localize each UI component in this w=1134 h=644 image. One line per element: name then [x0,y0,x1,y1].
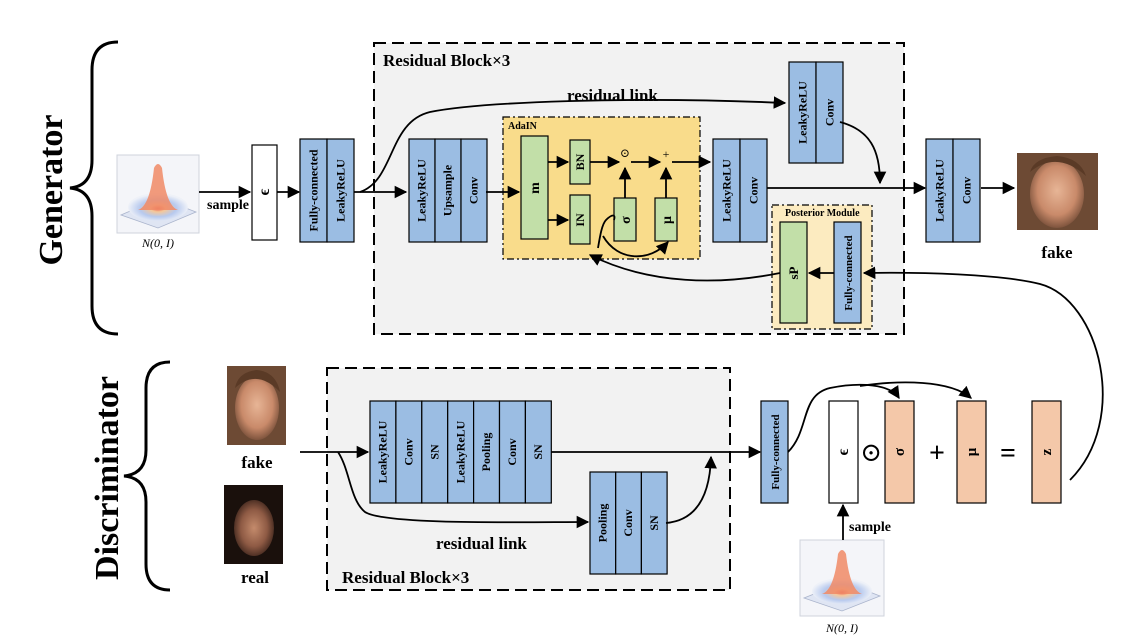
adain-odot-symbol: ⊙ [620,146,630,160]
adain-title: AdaIN [508,121,538,132]
generator-post-adain-layer-leakyrelu-label-0: LeakyReLU [719,159,733,222]
discriminator-z-label: z [1039,448,1055,455]
discriminator-sample-label: sample [849,520,891,535]
generator-output-layer-conv-box-1 [952,138,981,243]
discriminator-main-layer-pooling-label-4: Pooling [479,433,493,472]
generator-block-layer-upsample-box-1 [434,138,462,243]
discriminator-gaussian-plot [799,539,885,617]
generator-skip-layers: LeakyReLU Conv [788,61,844,164]
discriminator-fc-box [760,400,789,504]
generator-input-layers: Fully-connected LeakyReLU [299,138,355,243]
generator-output-label: fake [1041,243,1073,262]
discriminator-epsilon-label: ϵ [835,448,852,455]
adain-plus-symbol: + [663,147,670,161]
generator-distribution-label: N(0, I) [141,236,174,250]
discriminator-main-layer-leakyrelu-label-0: LeakyReLU [376,420,390,483]
generator-section-label: Generator [33,114,70,265]
discriminator-main-layer-leakyrelu-label-3: LeakyReLU [453,420,467,483]
discriminator-mu-label: μ [964,447,980,456]
discriminator-skip-layer-sn-label-2: SN [647,515,661,531]
discriminator-main-layer-leakyrelu-box-3 [447,400,475,504]
generator-connections [199,96,1104,481]
posterior-sp-label: sP [786,266,801,279]
generator-brace [69,40,119,336]
generator-epsilon-label: ϵ [256,188,273,195]
generator-skip-layer-leakyrelu-label-0: LeakyReLU [795,81,809,144]
generator-block-layer-leakyrelu-label-0: LeakyReLU [415,159,429,222]
discriminator-fake-face [227,366,286,445]
discriminator-real-face [224,485,283,564]
discriminator-epsilon-box [828,400,859,504]
generator-post-adain-layer-conv-label-1: Conv [746,177,760,204]
discriminator-residual-block-title: Residual Block×3 [342,568,469,587]
generator-output-layers: LeakyReLU Conv [925,138,981,243]
discriminator-plus-symbol: + [929,438,945,469]
discriminator-main-layer-conv-label-5: Conv [505,438,519,465]
discriminator-z-box [1031,400,1062,504]
discriminator-sigma-box [884,400,915,504]
discriminator-fc-label: Fully-connected [770,414,782,489]
adain-m-label: m [528,182,543,194]
adain-in-label: IN [573,213,587,227]
discriminator-connections [300,381,972,540]
posterior-module-title: Posterior Module [785,208,860,219]
discriminator-main-layer-conv-label-1: Conv [401,438,415,465]
generator-gaussian-plot [116,154,200,234]
generator-input-layer-leakyrelu-box-1 [326,138,355,243]
generator-residual-link-label: residual link [567,86,658,105]
generator-block-layers: LeakyReLU Upsample Conv [408,138,488,243]
generator-residual-block-title: Residual Block×3 [383,51,510,70]
generator-post-adain-layer-conv-box-1 [739,138,768,243]
generator-input-layer-leakyrelu-label-1: LeakyReLU [333,159,347,222]
adain-m-box [520,135,549,240]
discriminator-odot-symbol: ⊙ [860,438,882,467]
generator-block-layer-leakyrelu-box-0 [408,138,436,243]
posterior-sp-box [779,221,808,324]
discriminator-main-layer-pooling-box-4 [473,400,501,504]
generator-skip-layer-conv-label-1: Conv [822,99,836,126]
generator-output-layer-conv-label-1: Conv [959,177,973,204]
discriminator-main-layers: LeakyReLU Conv SN LeakyReLU Pooling Conv SN [369,400,552,504]
discriminator-real-label: real [241,568,269,587]
posterior-fc-label: Fully-connected [843,235,855,310]
discriminator-main-layer-conv-box-1 [395,400,423,504]
generator-post-adain-layer-leakyrelu-box-0 [712,138,741,243]
generator-input-layer-fully-connected-label-0: Fully-connected [306,149,320,231]
generator-output-face [1017,153,1098,230]
generator-block-layer-conv-box-2 [460,138,488,243]
generator-skip-layer-conv-box-1 [815,61,844,164]
discriminator-brace [123,360,171,592]
discriminator-fake-label: fake [241,453,273,472]
discriminator-equals-symbol: = [1000,438,1016,469]
generator-output-layer-leakyrelu-label-0: LeakyReLU [932,159,946,222]
discriminator-skip-layer-conv-label-1: Conv [621,509,635,536]
discriminator-main-layer-sn-label-6: SN [531,444,545,460]
discriminator-mu-box [956,400,987,504]
discriminator-main-layer-sn-label-2: SN [427,444,441,460]
discriminator-skip-layer-sn-box-2 [640,471,668,575]
discriminator-skip-layer-pooling-box-0 [589,471,617,575]
discriminator-main-layer-sn-box-2 [421,400,449,504]
discriminator-distribution-label: N(0, I) [825,621,858,635]
adain-in-box [569,194,591,245]
posterior-fc-box [833,221,862,324]
discriminator-skip-layer-pooling-label-0: Pooling [595,504,609,543]
discriminator-residual-link-label: residual link [436,534,527,553]
generator-block-layer-conv-label-2: Conv [467,177,481,204]
adain-bn-label: BN [573,153,587,170]
discriminator-section-label: Discriminator [89,376,126,580]
adain-sigma-label: σ [619,216,634,224]
generator-block-layer-upsample-label-1: Upsample [441,164,455,216]
generator-post-adain-layers: LeakyReLU Conv [712,138,768,243]
adain-mu-label: μ [660,216,675,224]
discriminator-sigma-label: σ [892,447,908,456]
discriminator-skip-layer-conv-box-1 [615,471,643,575]
discriminator-skip-layers: Pooling Conv SN [589,471,668,575]
generator-sample-label: sample [207,198,249,213]
